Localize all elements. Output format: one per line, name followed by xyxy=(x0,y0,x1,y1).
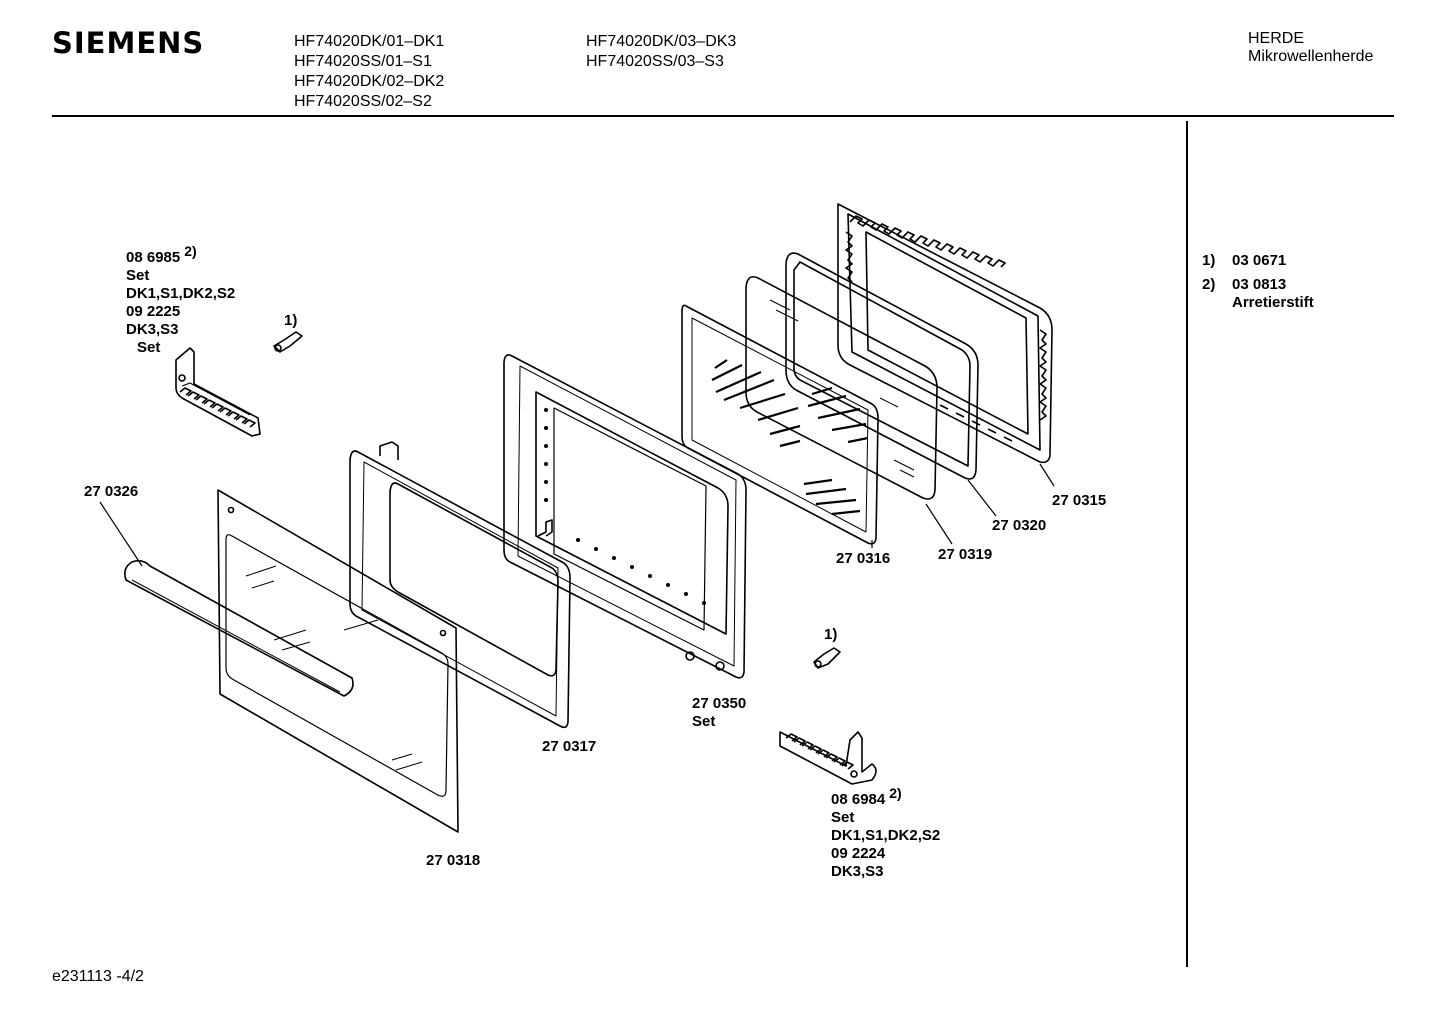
pin-right-label: 1) xyxy=(824,626,838,643)
pin-right-part xyxy=(814,648,840,668)
door-frame-label: 27 0350 Set xyxy=(692,695,746,731)
seal-label: 27 0320 xyxy=(992,517,1047,534)
hinge-left-part xyxy=(176,348,260,436)
choke-frame-part xyxy=(838,204,1052,462)
note-part: 03 0813 xyxy=(1232,276,1287,293)
label-line: Set xyxy=(137,339,161,356)
door-frame-part xyxy=(504,355,746,678)
model-list-1: HF74020DK/01–DK1 HF74020SS/01–S1 HF74020… xyxy=(294,32,444,112)
inner-frame-label: 27 0317 xyxy=(542,738,597,755)
part-number: 27 0350 xyxy=(692,695,747,712)
inner-frame-part xyxy=(350,442,570,727)
drawing-id: e231113 -4/2 xyxy=(52,968,144,985)
note-item: 1) 03 0671 xyxy=(1202,252,1314,270)
label-line: Set xyxy=(692,713,716,730)
label-line: DK1,S1,DK2,S2 xyxy=(831,827,941,844)
note-ref: 2) xyxy=(889,785,902,801)
label-line: 09 2224 xyxy=(831,845,886,862)
leader-lines xyxy=(100,464,1054,566)
seal-part xyxy=(786,253,978,479)
pin-left-label: 1) xyxy=(284,312,298,329)
category-title: HERDE xyxy=(1248,30,1305,47)
category-block: HERDE Mikrowellenherde xyxy=(1248,30,1373,66)
glass-pane-part xyxy=(746,277,937,499)
model-id: HF74020DK/01–DK1 xyxy=(294,33,445,50)
model-id: HF74020SS/02–S2 xyxy=(294,93,432,110)
model-id: HF74020DK/02–DK2 xyxy=(294,73,445,90)
mesh-panel-label: 27 0316 xyxy=(836,550,891,567)
mesh-panel-part xyxy=(682,305,878,544)
note-description: Arretierstift xyxy=(1232,294,1314,311)
category-subtitle: Mikrowellenherde xyxy=(1248,48,1374,65)
model-list-2: HF74020DK/03–DK3 HF74020SS/03–S3 xyxy=(586,32,736,72)
note-number: 1) xyxy=(1202,252,1216,269)
pin-left-part xyxy=(274,332,302,352)
label-line: Set xyxy=(126,267,150,284)
note-ref: 2) xyxy=(184,243,197,259)
part-number: 08 6984 xyxy=(831,791,886,808)
label-line: DK1,S1,DK2,S2 xyxy=(126,285,236,302)
notes-list: 1) 03 0671 2) 03 0813 Arretierstift xyxy=(1202,252,1314,312)
part-number: 08 6985 xyxy=(126,249,181,266)
label-line: DK3,S3 xyxy=(126,321,179,338)
label-line: 09 2225 xyxy=(126,303,181,320)
handle-label: 27 0326 xyxy=(84,483,139,500)
model-id: HF74020SS/03–S3 xyxy=(586,53,724,70)
model-id: HF74020DK/03–DK3 xyxy=(586,33,737,50)
hinge-right-part xyxy=(780,732,876,784)
glass-pane-label: 27 0319 xyxy=(938,546,993,563)
brand-logo: SIEMENS xyxy=(52,26,205,60)
label-line: DK3,S3 xyxy=(831,863,884,880)
note-part: 03 0671 xyxy=(1232,252,1287,269)
choke-label: 27 0315 xyxy=(1052,492,1107,509)
model-id: HF74020SS/01–S1 xyxy=(294,53,432,70)
note-item: 2) 03 0813 xyxy=(1202,276,1314,294)
notes-divider xyxy=(1186,121,1188,967)
handle-part xyxy=(125,561,353,696)
outer-glass-label: 27 0318 xyxy=(426,852,481,869)
header-divider xyxy=(52,115,1394,117)
rivet-holes xyxy=(544,408,706,605)
label-line: Set xyxy=(831,809,855,826)
outer-glass-part xyxy=(218,490,458,832)
note-number: 2) xyxy=(1202,276,1216,293)
